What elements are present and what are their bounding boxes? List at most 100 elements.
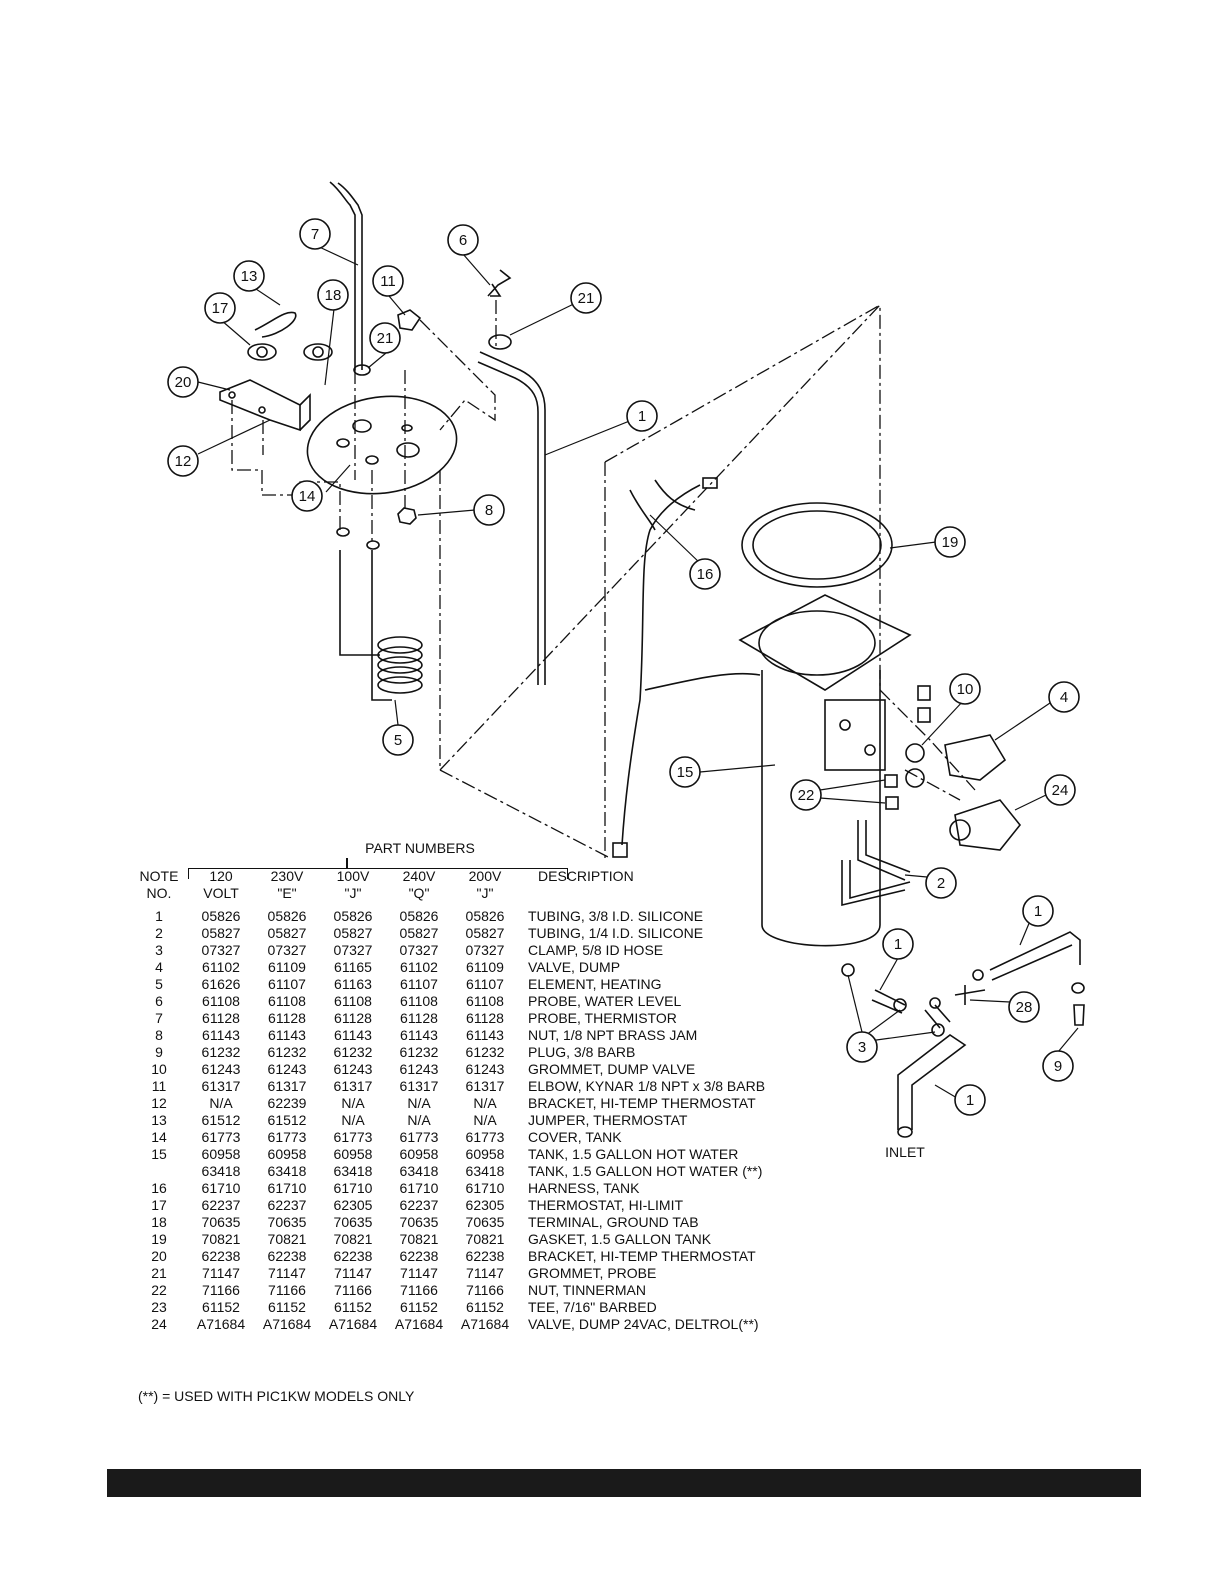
part-number: 61317 — [201, 1078, 241, 1094]
note-number: 16 — [151, 1180, 167, 1196]
part-number: 62237 — [201, 1197, 241, 1213]
header-model-5-sub: "J" — [476, 885, 494, 901]
callout-4: 4 — [1048, 681, 1080, 713]
svg-text:6: 6 — [459, 232, 467, 249]
part-number: 61512 — [201, 1112, 241, 1128]
part-number: 05827 — [333, 925, 373, 941]
part-number: 61317 — [399, 1078, 439, 1094]
callout-14: 14 — [291, 480, 323, 512]
note-number: 21 — [151, 1265, 167, 1281]
part-number: 61317 — [465, 1078, 505, 1094]
callout-18: 18 — [317, 279, 349, 311]
header-model-2-sub: "E" — [277, 885, 297, 901]
part-number: 07327 — [465, 942, 505, 958]
part-number: 63418 — [465, 1163, 505, 1179]
part-number: 61128 — [268, 1010, 306, 1026]
part-description: PLUG, 3/8 BARB — [528, 1044, 636, 1060]
part-numbers-brace — [188, 868, 568, 879]
callout-10: 10 — [949, 673, 981, 705]
part-description: ELBOW, KYNAR 1/8 NPT x 3/8 BARB — [528, 1078, 766, 1094]
part-number: 62239 — [267, 1095, 307, 1111]
elbow-fitting — [397, 309, 422, 331]
svg-text:2: 2 — [937, 875, 945, 892]
part-number: 61773 — [267, 1129, 307, 1145]
callout-3: 3 — [846, 1031, 878, 1063]
part-number: 71147 — [466, 1265, 504, 1281]
part-number: 61143 — [202, 1027, 240, 1043]
header-model-4: 240V — [402, 868, 436, 884]
part-number: 60958 — [267, 1146, 307, 1162]
part-number: 61152 — [400, 1299, 438, 1315]
part-number: 61243 — [333, 1061, 373, 1077]
part-number: 61109 — [268, 959, 306, 975]
part-number: 71147 — [268, 1265, 306, 1281]
part-number: 62238 — [267, 1248, 307, 1264]
callout-17: 17 — [204, 292, 236, 324]
svg-text:13: 13 — [241, 268, 258, 285]
part-number: 61710 — [333, 1180, 373, 1196]
svg-text:7: 7 — [311, 226, 319, 243]
note-number: 10 — [151, 1061, 167, 1077]
part-number: 61152 — [466, 1299, 504, 1315]
inlet-label: INLET — [885, 1144, 925, 1160]
note-number: 18 — [151, 1214, 167, 1230]
part-number: 61108 — [334, 993, 372, 1009]
part-number: 62238 — [399, 1248, 439, 1264]
part-number: 63418 — [267, 1163, 307, 1179]
part-number: 70821 — [465, 1231, 505, 1247]
probe-grommet — [488, 334, 512, 350]
header-model-3: 100V — [336, 868, 370, 884]
part-number: 62238 — [333, 1248, 373, 1264]
callout-2: 2 — [925, 867, 957, 899]
part-description: GROMMET, PROBE — [528, 1265, 657, 1281]
part-description: TUBING, 3/8 I.D. SILICONE — [528, 908, 704, 924]
part-number: 61108 — [400, 993, 438, 1009]
part-number: 61143 — [268, 1027, 306, 1043]
callout-21-top: 21 — [570, 282, 602, 314]
dump-valve-24vac — [949, 799, 1022, 851]
part-number: 61243 — [201, 1061, 241, 1077]
svg-text:5: 5 — [394, 732, 402, 749]
note-number: 22 — [151, 1282, 167, 1298]
part-number: 07327 — [267, 942, 307, 958]
svg-text:10: 10 — [957, 681, 974, 698]
callout-6: 6 — [447, 224, 479, 256]
part-number: 60958 — [465, 1146, 505, 1162]
part-description: TANK, 1.5 GALLON HOT WATER — [528, 1146, 739, 1162]
part-number: 61512 — [267, 1112, 307, 1128]
part-number: 61143 — [400, 1027, 438, 1043]
dump-valve — [905, 734, 1007, 788]
part-number: 61710 — [201, 1180, 241, 1196]
part-description: PROBE, THERMISTOR — [528, 1010, 677, 1026]
note-number: 2 — [155, 925, 163, 941]
part-number: 61128 — [202, 1010, 240, 1026]
thermistor-probe — [329, 181, 371, 376]
callout-28: 28 — [1008, 991, 1040, 1023]
part-number: 70821 — [333, 1231, 373, 1247]
header-model-3-sub: "J" — [344, 885, 362, 901]
part-number: 61109 — [466, 959, 504, 975]
part-number: 05826 — [465, 908, 505, 924]
note-number: 23 — [151, 1299, 167, 1315]
callout-1-mid: 1 — [882, 928, 914, 960]
part-number: 05826 — [201, 908, 241, 924]
part-number: 61710 — [267, 1180, 307, 1196]
part-number: 70821 — [267, 1231, 307, 1247]
note-number: 13 — [151, 1112, 167, 1128]
part-number: 61317 — [333, 1078, 373, 1094]
callout-8: 8 — [473, 494, 505, 526]
note-number — [130, 1163, 188, 1180]
part-number: 61107 — [466, 976, 504, 992]
part-number: 61165 — [334, 959, 372, 975]
part-number: 61317 — [267, 1078, 307, 1094]
